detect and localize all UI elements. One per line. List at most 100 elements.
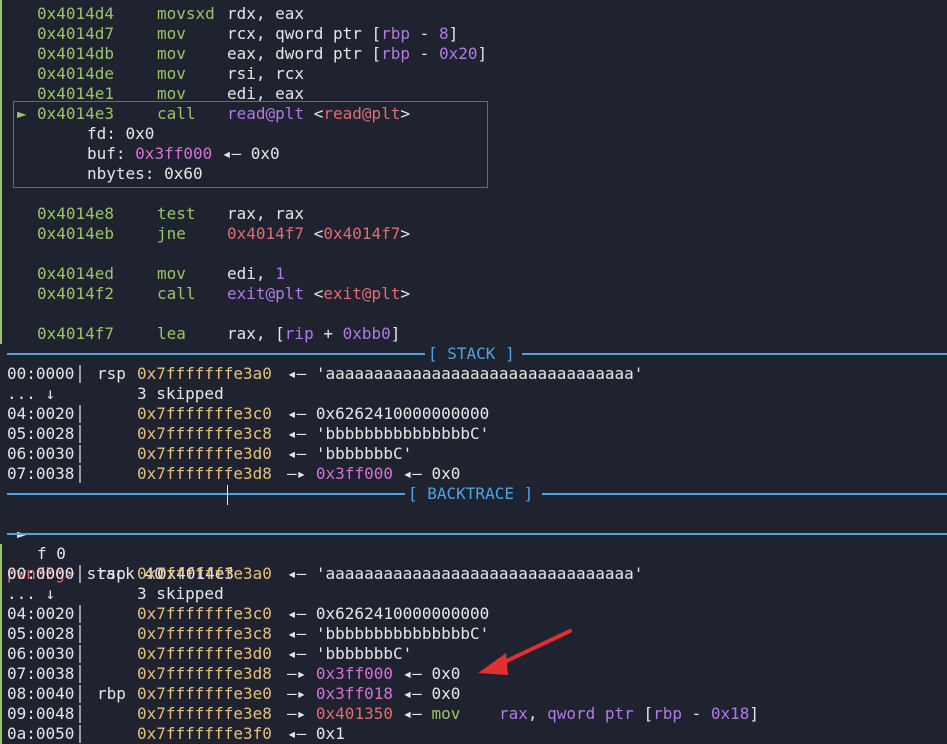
operand-part: 1 <box>275 264 285 283</box>
instruction-mnemonic: test <box>157 204 196 223</box>
command-input[interactable]: stack 40 <box>77 564 164 583</box>
stack-value: —▸ 0x401350 ◂— mov rax, qword ptr [rbp -… <box>287 704 759 724</box>
stack-offset: 09:0048 <box>7 704 75 723</box>
instruction-mnemonic: mov <box>157 264 186 283</box>
stack-offset: ... ↓ <box>7 384 56 403</box>
stack-value: ◂— 0x6262410000000000 <box>287 604 489 624</box>
stack-gutter-bar <box>79 425 81 443</box>
operand-part: exit@plt <box>227 284 305 303</box>
instruction-mnemonic: jne <box>157 224 186 243</box>
value-part: ◂— 'aaaaaaaaaaaaaaaaaaaaaaaaaaaaaaaa' <box>287 364 644 383</box>
operand-part: rbp <box>381 24 411 43</box>
operand-part: 8 <box>438 24 449 43</box>
value-part: , <box>527 704 548 723</box>
highlight-box <box>13 101 488 188</box>
stack-separator: [ STACK ] <box>0 344 947 364</box>
stack-value: ◂— 0x1 <box>287 724 345 744</box>
operand-part: rcx, qword ptr [ <box>227 24 382 43</box>
instruction-operands: read@plt <read@plt> <box>227 104 410 124</box>
argument-part: fd: 0x0 <box>87 124 155 143</box>
stack-register: rsp <box>97 364 126 383</box>
instruction-operands: 0x4014f7 <0x4014f7> <box>227 224 410 244</box>
stack-gutter-bar <box>79 625 81 643</box>
skip-text: 3 skipped <box>137 584 224 603</box>
operand-part: rbp <box>381 44 411 63</box>
backtrace-header: [ BACKTRACE ] <box>408 484 534 504</box>
stack-gutter-bar <box>79 665 81 683</box>
value-part: ◂— 'bbbbbbbbbbbbbbbC' <box>287 624 490 643</box>
stack-offset: 08:0040 <box>7 684 75 703</box>
stack-value: ◂— 'bbbbbbbbbbbbbbbC' <box>287 624 489 644</box>
current-marker-icon: ► <box>17 104 27 123</box>
operand-part: ] <box>477 44 488 63</box>
instruction-operands: edi, eax <box>227 84 304 104</box>
left-gutter <box>0 0 2 344</box>
stack-gutter-bar <box>79 365 81 383</box>
instruction-address: 0x4014f2 <box>37 284 115 303</box>
stack-offset: ... ↓ <box>7 584 56 603</box>
instruction-mnemonic: call <box>157 284 196 303</box>
operand-part: edi, eax <box>227 84 305 103</box>
stack-offset: 0a:0050 <box>7 724 75 743</box>
operand-part: rdx, eax <box>227 4 305 23</box>
stack-offset: 06:0030 <box>7 644 75 663</box>
argument-text: nbytes: 0x60 <box>87 164 203 184</box>
operand-part: exit@plt <box>323 284 401 303</box>
operand-part: ] <box>448 24 459 43</box>
operand-part: rsi, rcx <box>227 64 305 83</box>
stack-address: 0x7fffffffe3d0 <box>137 444 272 463</box>
command-line[interactable]: pwndbg> stack 40 <box>0 544 947 583</box>
argument-text: fd: 0x0 <box>87 124 154 144</box>
value-part: mov <box>431 704 499 723</box>
value-part: rbp <box>653 704 682 723</box>
operand-part: edi, <box>227 264 276 283</box>
instruction-operands: rax, rax <box>227 204 304 224</box>
red-arrow-icon <box>478 629 572 675</box>
value-part: ◂— 0x6262410000000000 <box>287 604 490 623</box>
stack-value: ◂— 'bbbbbbbC' <box>287 444 412 464</box>
stack-address: 0x7fffffffe3f0 <box>137 724 272 743</box>
operand-part: 0xbb0 <box>342 324 391 343</box>
stack-gutter-bar <box>79 405 81 423</box>
stack-gutter-bar <box>79 605 81 623</box>
operand-part: > <box>400 284 411 303</box>
instruction-mnemonic: mov <box>157 64 186 83</box>
instruction-mnemonic: mov <box>157 44 186 63</box>
stack-address: 0x7fffffffe3e0 <box>137 684 272 703</box>
operand-part: ] <box>390 324 401 343</box>
value-part: ◂— 0x0 <box>392 684 461 703</box>
stack-gutter-bar <box>79 685 81 703</box>
stack-header: [ STACK ] <box>428 344 515 364</box>
stack-register: rbp <box>97 684 126 703</box>
stack-gutter-bar <box>79 725 81 743</box>
stack-address: 0x7fffffffe3c8 <box>137 624 272 643</box>
value-part: ◂— 'bbbbbbbC' <box>287 444 413 463</box>
operand-part: < <box>304 284 324 303</box>
instruction-address: 0x4014db <box>37 44 115 63</box>
stack-value: ◂— 'aaaaaaaaaaaaaaaaaaaaaaaaaaaaaaaa' <box>287 364 643 384</box>
stack-offset: 07:0038 <box>7 664 75 683</box>
value-part: ◂— <box>392 704 432 723</box>
stack-gutter-bar <box>79 705 81 723</box>
operand-part: 0x20 <box>438 44 478 63</box>
value-part: —▸ <box>287 684 316 703</box>
stack-address: 0x7fffffffe3c8 <box>137 424 272 443</box>
value-part: 0x3ff000 <box>315 664 393 683</box>
left-gutter-bottom <box>0 544 2 744</box>
operand-part: eax, dword ptr [ <box>227 44 382 63</box>
instruction-operands: rsi, rcx <box>227 64 304 84</box>
instruction-address: 0x4014eb <box>37 224 115 243</box>
